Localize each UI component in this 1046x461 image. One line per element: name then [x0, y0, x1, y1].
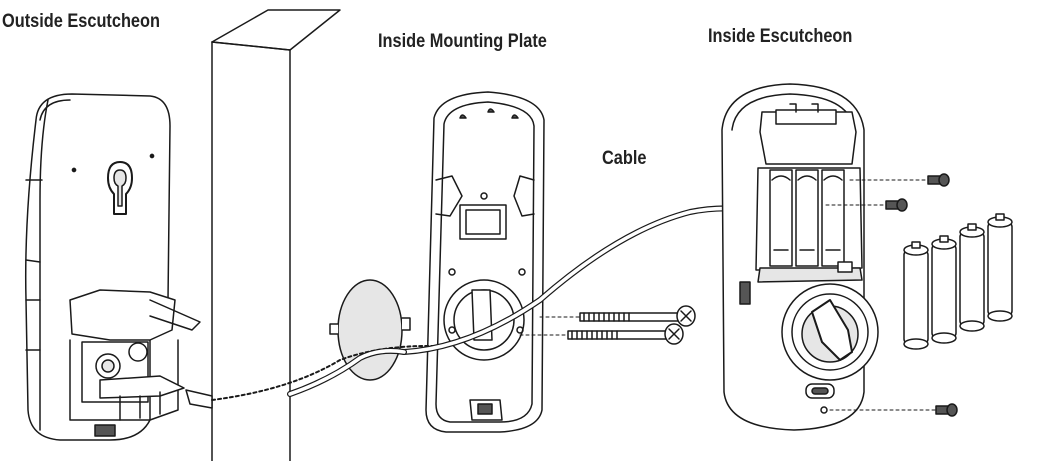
- inside-mounting-plate-label: Inside Mounting Plate: [378, 31, 547, 52]
- inside-escutcheon-label: Inside Escutcheon: [708, 26, 853, 47]
- battery: [959, 223, 985, 332]
- battery: [931, 235, 957, 344]
- door-edge: [211, 9, 341, 461]
- battery: [903, 241, 929, 350]
- batteries: [903, 213, 1013, 350]
- battery: [987, 213, 1013, 322]
- door-hole: [329, 279, 411, 381]
- outside-escutcheon-label: Outside Escutcheon: [2, 11, 160, 32]
- inside-escutcheon: [721, 83, 937, 431]
- cable: [211, 205, 751, 401]
- small-screws: [825, 173, 958, 417]
- cable-label: Cable: [602, 148, 647, 169]
- inside-mounting-plate: [425, 91, 545, 433]
- mounting-screws: [519, 305, 696, 345]
- outside-escutcheon: [24, 93, 213, 441]
